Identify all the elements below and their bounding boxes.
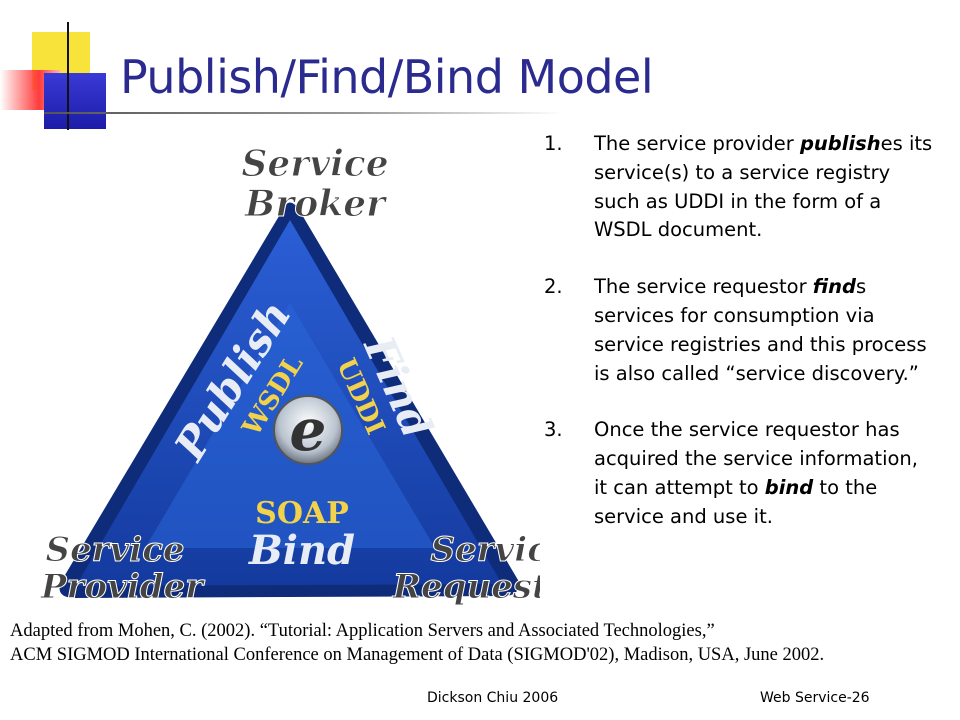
item-number: 2. [544, 275, 563, 299]
publish-find-bind-diagram: e Service Broker Publish WSDL Find UDDI … [40, 143, 540, 608]
title-underline [44, 112, 564, 114]
e-logo-icon [273, 395, 343, 465]
service-provider-line1: Service [45, 530, 184, 570]
item-verb: publish [799, 132, 881, 155]
list-item: 3. Once the service requestor has acquir… [544, 416, 944, 531]
footer-author: Dickson Chiu 2006 [427, 690, 559, 706]
e-logo-letter: e [290, 396, 327, 464]
item-text: Once the service requestor has acquired … [594, 418, 918, 528]
item-number: 1. [544, 132, 563, 155]
citation: Adapted from Mohen, C. (2002). “Tutorial… [10, 619, 824, 667]
steps-list: 1. The service provider publishes its se… [544, 130, 944, 560]
soap-label: SOAP [255, 496, 349, 531]
decor-blue-square [44, 73, 106, 129]
list-item: 1. The service provider publishes its se… [544, 130, 944, 245]
item-text: The service requestor finds services for… [594, 275, 927, 385]
list-item: 2. The service requestor finds services … [544, 273, 944, 388]
bind-label: Bind [248, 527, 355, 574]
slide-title: Publish/Find/Bind Model [120, 50, 654, 104]
decor-vertical-line [67, 22, 69, 130]
service-broker-line2: Broker [244, 183, 388, 225]
citation-line2: ACM SIGMOD International Conference on M… [10, 645, 825, 665]
item-number: 3. [544, 418, 563, 442]
footer-slide-number: Web Service-26 [760, 690, 870, 706]
service-requester-line1: Service [430, 530, 540, 570]
service-provider-line2: Provider [40, 567, 205, 607]
item-verb: find [812, 275, 856, 299]
item-verb: bind [764, 475, 814, 499]
service-requester-line2: Requester [392, 567, 540, 607]
service-broker-line1: Service [241, 143, 388, 185]
citation-line1: Adapted from Mohen, C. (2002). “Tutorial… [10, 621, 715, 641]
item-text: The service provider publishes its servi… [594, 132, 933, 242]
